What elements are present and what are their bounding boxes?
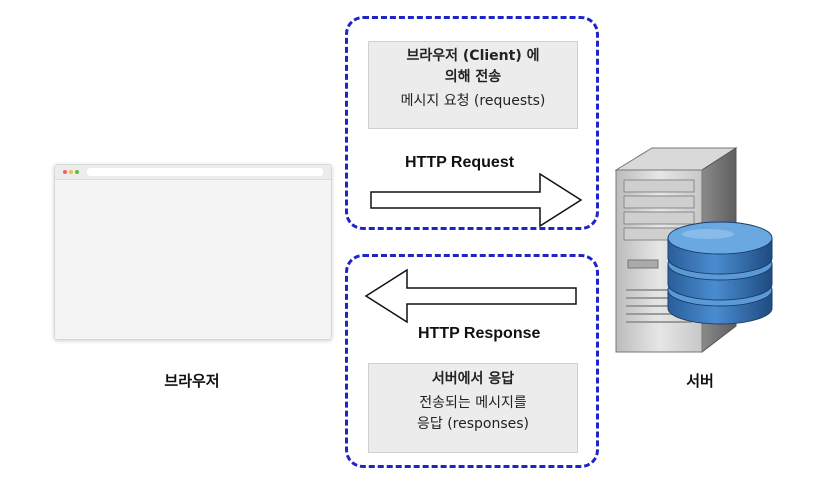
http-request-label: HTTP Request — [405, 154, 515, 171]
arrow-right-icon — [370, 172, 583, 228]
response-title: 서버에서 응답 — [431, 371, 515, 387]
browser-title-bar — [55, 165, 331, 180]
request-title-line2: 의해 전송 — [444, 69, 502, 85]
request-title-line1: 브라우저 (Client) 에 — [406, 48, 540, 64]
browser-label: 브라우저 — [164, 372, 220, 390]
minimize-dot-icon — [69, 170, 73, 174]
response-description-line1: 전송되는 메시지를 — [419, 395, 527, 411]
browser-window-icon — [54, 164, 332, 340]
http-response-label: HTTP Response — [418, 325, 541, 342]
response-group — [345, 254, 599, 468]
request-description: 메시지 요청 (requests) — [400, 93, 546, 109]
close-dot-icon — [63, 170, 67, 174]
address-bar — [87, 168, 323, 176]
request-info-box: 브라우저 (Client) 에 의해 전송 메시지 요청 (requests) — [368, 41, 578, 129]
arrow-left-icon — [364, 268, 577, 324]
request-group — [345, 16, 599, 230]
response-info-box: 서버에서 응답 전송되는 메시지를 응답 (responses) — [368, 363, 578, 453]
response-description-line2: 응답 (responses) — [416, 416, 530, 432]
server-tower-icon — [614, 147, 773, 354]
maximize-dot-icon — [75, 170, 79, 174]
server-label: 서버 — [686, 372, 714, 390]
database-cylinder-icon — [667, 221, 773, 325]
